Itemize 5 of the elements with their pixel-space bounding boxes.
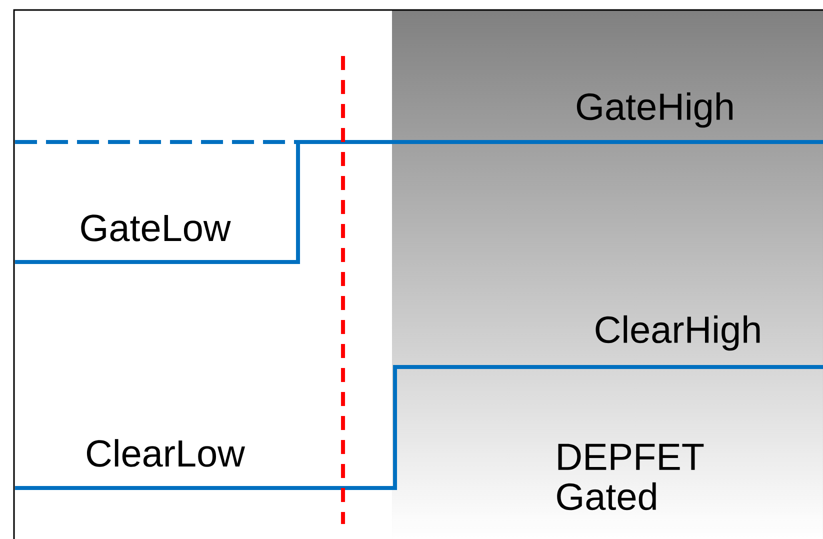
signal-label: GateHigh — [576, 92, 732, 128]
signal-label: GateLow — [81, 214, 231, 242]
signal-label: ClearHigh — [596, 315, 760, 351]
signal-label: ClearLow — [86, 439, 246, 467]
signal-label: DEPFET Gated — [557, 444, 704, 510]
